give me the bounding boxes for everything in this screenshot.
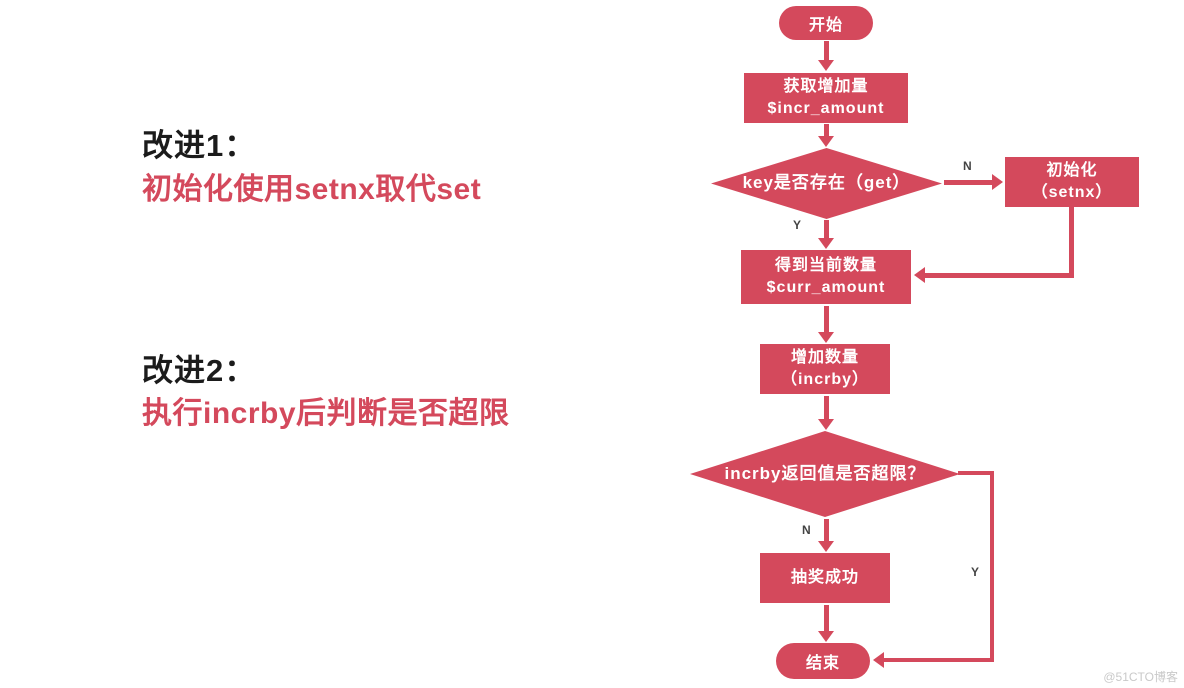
node-get-incr-amount: 获取增加量 $incr_amount	[744, 73, 908, 123]
arrow-head-down-icon	[818, 541, 834, 552]
connector-limit-yes-bottom-segment	[884, 658, 994, 662]
watermark: @51CTO博客	[1103, 670, 1178, 684]
arrow-start-to-get	[818, 41, 834, 71]
node-over-limit-decision: incrby返回值是否超限？	[690, 431, 960, 517]
arrow-head-left-icon	[873, 652, 884, 668]
node-success: 抽奖成功	[760, 553, 890, 603]
node-end: 结束	[776, 643, 870, 679]
arrow-shaft	[823, 605, 829, 631]
arrow-head-down-icon	[818, 238, 834, 249]
arrow-head-down-icon	[818, 332, 834, 343]
connector-limit-yes-vertical-segment	[990, 471, 994, 662]
connector-limit-yes-top-segment	[958, 471, 994, 475]
arrow-shaft	[823, 519, 829, 541]
note-1-body: 初始化使用setnx取代set	[142, 173, 482, 206]
arrow-head-down-icon	[818, 631, 834, 642]
arrow-shaft	[823, 396, 829, 419]
arrow-shaft	[944, 179, 992, 185]
node-key-exists-decision: key是否存在（get）	[711, 148, 942, 219]
arrow-shaft	[823, 306, 829, 332]
node-incrby: 增加数量 （incrby）	[760, 344, 890, 394]
arrow-shaft	[823, 124, 829, 136]
arrow-limitdecision-no-to-success	[818, 519, 834, 552]
edge-label-key-no: N	[963, 159, 972, 173]
node-start: 开始	[779, 6, 873, 40]
connector-setnx-horizontal-segment	[925, 273, 1074, 278]
arrow-head-down-icon	[818, 136, 834, 147]
arrow-head-down-icon	[818, 60, 834, 71]
arrow-success-to-end	[818, 605, 834, 642]
arrow-head-left-icon	[914, 267, 925, 283]
arrow-shaft	[823, 41, 829, 60]
arrow-incrby-to-limitdecision	[818, 396, 834, 430]
note-2-body: 执行incrby后判断是否超限	[142, 397, 510, 430]
arrow-get-to-keydecision	[818, 124, 834, 147]
arrow-keydecision-no-to-setnx	[944, 174, 1003, 190]
node-curr-amount: 得到当前数量 $curr_amount	[741, 250, 911, 304]
edge-label-key-yes: Y	[793, 218, 802, 232]
arrow-head-right-icon	[992, 174, 1003, 190]
arrow-curr-to-incrby	[818, 306, 834, 343]
note-2-title: 改进2：	[142, 353, 257, 388]
arrow-keydecision-yes-to-curr	[818, 220, 834, 249]
arrow-shaft	[823, 220, 829, 238]
note-1-title: 改进1：	[142, 128, 257, 163]
edge-label-limit-no: N	[802, 523, 811, 537]
arrow-head-down-icon	[818, 419, 834, 430]
connector-setnx-vertical-segment	[1069, 207, 1074, 275]
edge-label-limit-yes: Y	[971, 565, 980, 579]
node-init-setnx: 初始化 （setnx）	[1005, 157, 1139, 207]
